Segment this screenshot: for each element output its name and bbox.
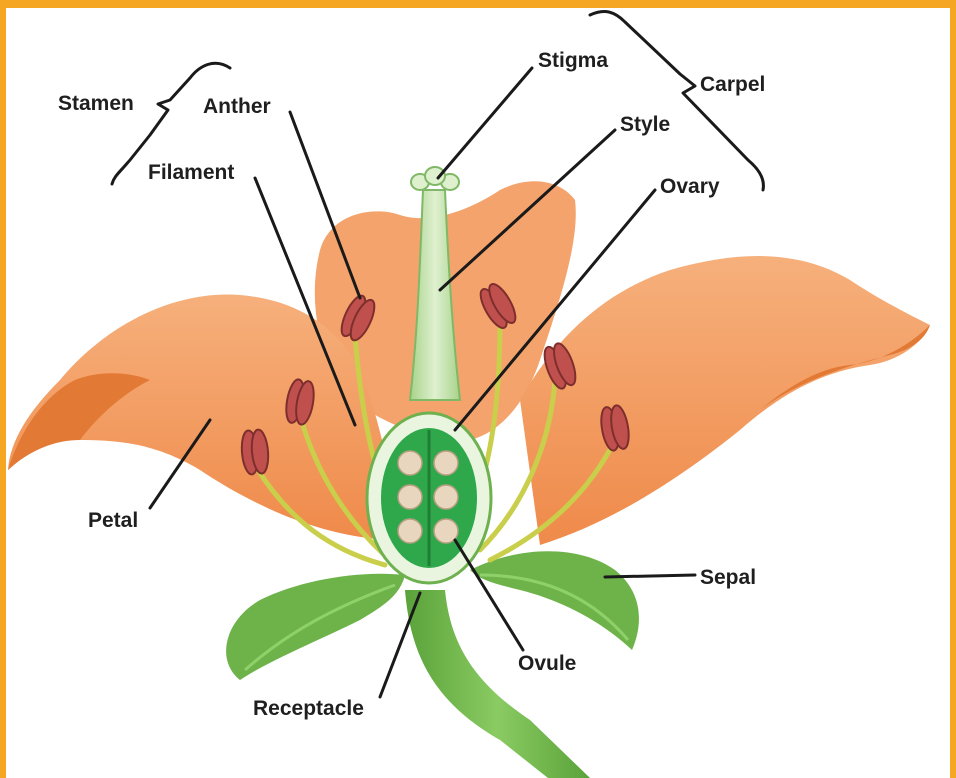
label-carpel: Carpel (700, 73, 765, 96)
label-anther: Anther (203, 95, 271, 118)
stigma (411, 167, 459, 190)
receptacle-leader (380, 593, 420, 697)
right-petal (520, 256, 930, 545)
carpel-brace (590, 11, 763, 190)
label-ovule: Ovule (518, 652, 576, 675)
label-petal: Petal (88, 509, 138, 532)
label-filament: Filament (148, 161, 234, 184)
label-sepal: Sepal (700, 566, 756, 589)
sepal-leader (605, 575, 695, 577)
label-style: Style (620, 113, 670, 136)
label-ovary: Ovary (660, 175, 720, 198)
flower-diagram: Stamen Anther Filament Stigma Style Carp… (6, 8, 950, 778)
stem (405, 590, 590, 778)
right-sepal (470, 551, 639, 650)
label-stigma: Stigma (538, 49, 608, 72)
label-stamen: Stamen (58, 92, 134, 115)
label-receptacle: Receptacle (253, 697, 364, 720)
stigma-leader (438, 68, 532, 178)
